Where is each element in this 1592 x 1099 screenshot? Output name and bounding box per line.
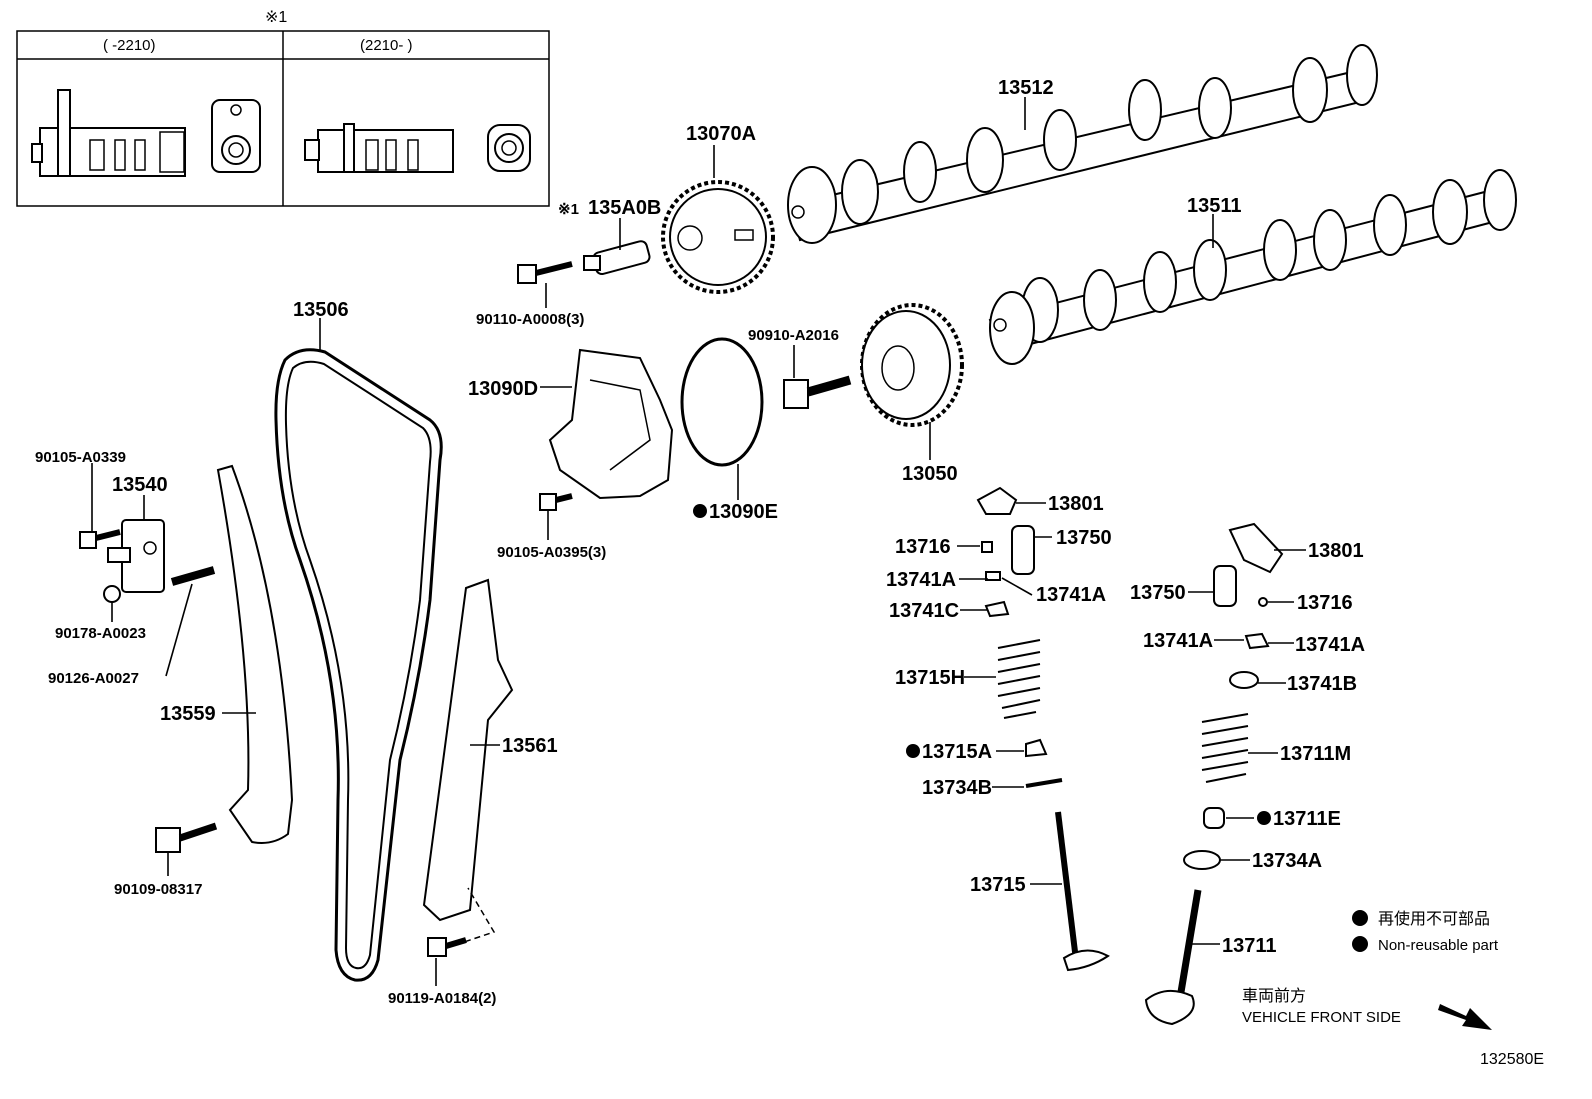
label-13711m: 13711M (1280, 743, 1351, 765)
label-13750-b: 13750 (1130, 582, 1186, 604)
figure-id: 132580E (1480, 1051, 1544, 1068)
label-13559: 13559 (160, 703, 216, 725)
label-13090d: 13090D (468, 378, 538, 400)
bolt-90119 (427, 887, 496, 957)
inset-box: ※1 ( -2210) (2210- ) (16, 9, 550, 207)
label-90109: 90109-08317 (114, 881, 202, 898)
ocv-valve-new (304, 123, 531, 173)
valve-stack-intake (976, 486, 1110, 972)
legend-jp: 再使用不可部品 (1378, 910, 1490, 928)
ocv-valve-old (31, 89, 261, 177)
label-13716-a: 13716 (895, 536, 951, 558)
label-13090e: 13090E (709, 501, 778, 523)
legend-dot-en (1352, 936, 1368, 952)
camshaft-intake (787, 44, 1378, 244)
label-90105-a0339: 90105-A0339 (35, 449, 126, 466)
label-13715: 13715 (970, 874, 1026, 896)
label-90178: 90178-A0023 (55, 625, 146, 642)
timing-chain (274, 348, 443, 982)
direction-jp: 車両前方 (1242, 987, 1306, 1005)
direction-arrow-icon (1438, 1004, 1492, 1030)
oil-control-valve (583, 240, 651, 276)
bolt-90105-a0339 (79, 529, 121, 549)
legend-dot-jp (1352, 910, 1368, 926)
label-13050: 13050 (902, 463, 958, 485)
label-13734a: 13734A (1252, 850, 1322, 872)
inset-right-header: (2210- ) (360, 37, 413, 54)
label-13540: 13540 (112, 474, 168, 496)
label-13801-b: 13801 (1308, 540, 1364, 562)
inset-marker: ※1 (265, 9, 287, 26)
label-13716-b: 13716 (1297, 592, 1353, 614)
cam-timing-gear-exhaust (860, 303, 964, 427)
label-13070a: 13070A (686, 123, 756, 145)
label-13741a-b: 13741A (1036, 584, 1106, 606)
label-13741a-a: 13741A (886, 569, 956, 591)
label-13741b: 13741B (1287, 673, 1357, 695)
label-13711: 13711 (1222, 935, 1277, 957)
non-reusable-dot (906, 744, 920, 758)
label-13741c: 13741C (889, 600, 959, 622)
label-13801-a: 13801 (1048, 493, 1104, 515)
label-135a0b-mark: ※1 (558, 201, 579, 218)
label-13734b: 13734B (922, 777, 992, 799)
legend-en: Non-reusable part (1378, 937, 1499, 954)
label-13511: 13511 (1187, 195, 1242, 217)
stud-90126 (170, 566, 216, 586)
chain-cover (548, 348, 674, 500)
cam-timing-gear-intake (661, 180, 775, 294)
label-13512: 13512 (998, 77, 1054, 99)
label-135a0b: 135A0B (588, 197, 661, 219)
label-13741a-d: 13741A (1295, 634, 1365, 656)
bolt-90910 (783, 375, 852, 409)
direction-en: VEHICLE FRONT SIDE (1242, 1009, 1401, 1026)
label-90105-a0395: 90105-A0395(3) (497, 544, 606, 561)
valve-stack-exhaust (1144, 522, 1284, 1026)
part-labels: 13512 13511 13070A ※1 135A0B 90110-A0008… (35, 77, 1365, 1007)
label-13561: 13561 (502, 735, 558, 757)
inset-left-header: ( -2210) (103, 37, 156, 54)
label-90110: 90110-A0008(3) (476, 311, 584, 328)
bolt-90105-a0395 (539, 493, 573, 511)
label-13711e: 13711E (1273, 808, 1341, 830)
chain-tensioner (107, 519, 165, 593)
bolt-90110 (517, 261, 573, 284)
non-reusable-dot (1257, 811, 1271, 825)
label-13741a-c: 13741A (1143, 630, 1213, 652)
chain-slipper (216, 464, 294, 844)
label-90119: 90119-A0184(2) (388, 990, 496, 1007)
non-reusable-dot (693, 504, 707, 518)
gasket-ring (680, 337, 764, 467)
label-13715h: 13715H (895, 667, 965, 689)
label-90126: 90126-A0027 (48, 670, 139, 687)
bolt-90109 (155, 822, 218, 853)
camshaft-exhaust (988, 169, 1517, 365)
gasket-90178 (103, 585, 121, 603)
label-13750-a: 13750 (1056, 527, 1112, 549)
chain-guide (422, 578, 514, 922)
label-90910: 90910-A2016 (748, 327, 839, 344)
label-13506: 13506 (293, 299, 349, 321)
front-direction: 車両前方 VEHICLE FRONT SIDE (1242, 987, 1492, 1030)
label-13715a: 13715A (922, 741, 992, 763)
legend: 再使用不可部品 Non-reusable part (1352, 910, 1499, 954)
leader-lines (91, 97, 1306, 986)
